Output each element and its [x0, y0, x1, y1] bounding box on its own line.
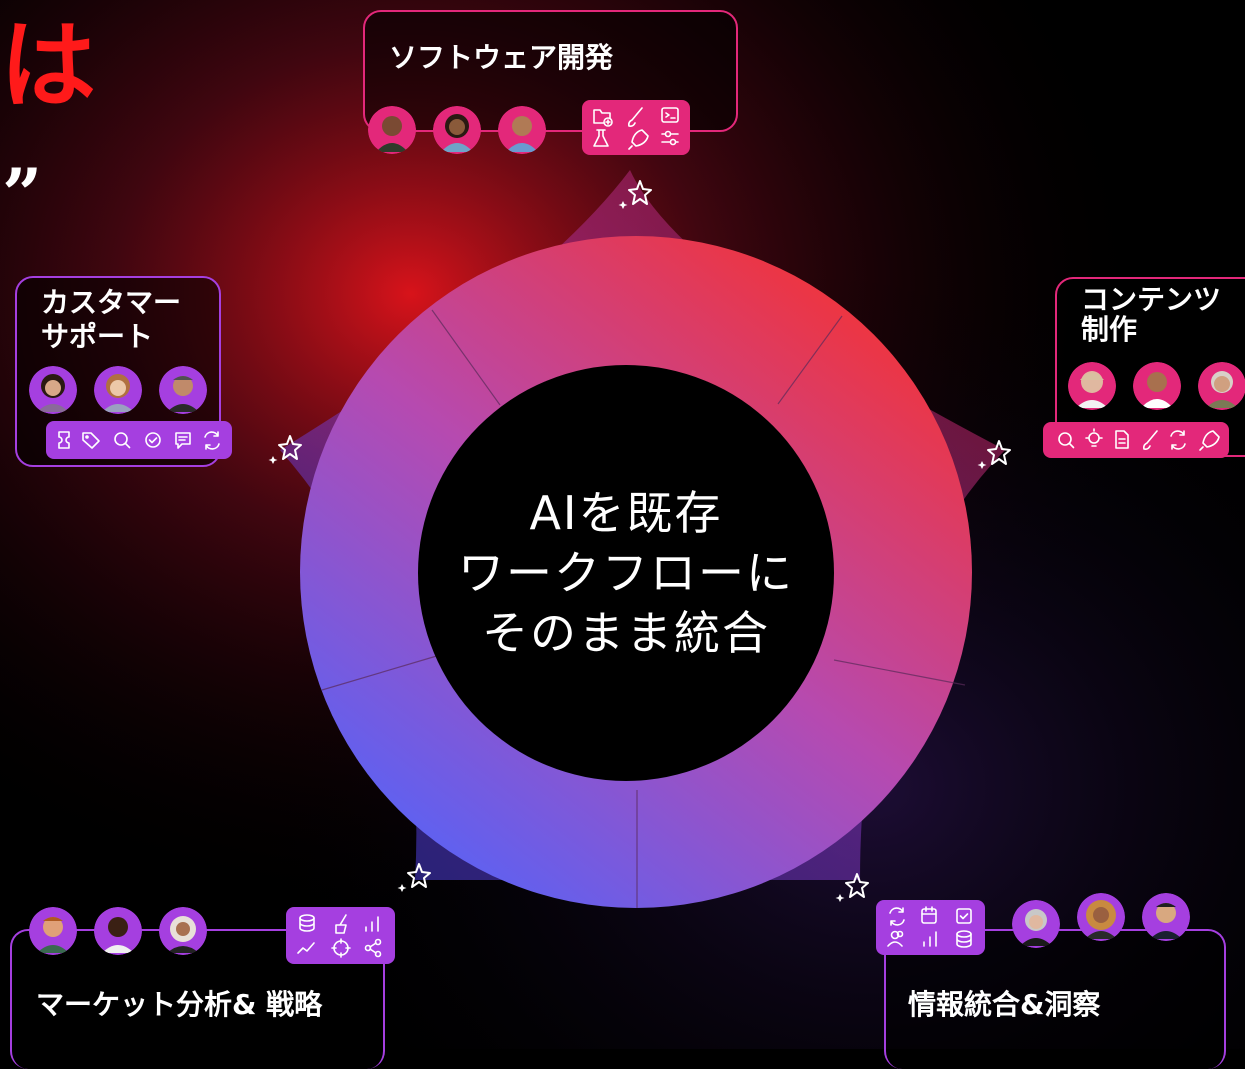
closing-quote-mark: ” — [2, 153, 43, 236]
avatar — [94, 907, 142, 955]
market-tool-panel — [286, 907, 395, 964]
refresh-icon — [204, 431, 220, 450]
lightbulb-icon — [1085, 428, 1103, 447]
folder-plus-icon — [593, 109, 613, 127]
card-title: カスタマー サポート — [41, 286, 182, 353]
refresh-icon — [889, 907, 905, 926]
terminal-icon — [661, 107, 679, 123]
database-icon — [299, 914, 315, 932]
avatar — [498, 106, 546, 154]
calendar-icon — [921, 906, 937, 924]
software-tool-panel — [582, 100, 690, 155]
checkbox-icon — [956, 908, 972, 924]
avatar — [433, 106, 481, 154]
card-title: マーケット分析& 戦略 — [36, 988, 323, 1021]
avatar — [1133, 362, 1181, 410]
document-icon — [1115, 430, 1129, 449]
ring-dividers — [321, 309, 966, 908]
tag-icon — [82, 432, 100, 449]
clean-icon — [335, 914, 347, 934]
avatar — [159, 907, 207, 955]
partial-heading: は — [0, 10, 96, 122]
sparkle-icon — [835, 873, 869, 902]
target-icon — [331, 938, 351, 958]
sliders-icon — [661, 130, 679, 146]
avatar — [94, 366, 142, 414]
brush-icon — [628, 107, 643, 127]
card-title: ソフトウェア開発 — [389, 41, 614, 74]
flask-icon — [593, 129, 609, 147]
brush-icon — [1143, 430, 1158, 450]
ticket-icon — [58, 431, 70, 449]
rocket-icon — [628, 129, 649, 150]
avatar — [1068, 362, 1116, 410]
avatar — [1198, 362, 1245, 410]
bar-chart-icon — [365, 916, 379, 932]
avatar — [159, 366, 207, 414]
sparkle-icon — [397, 863, 431, 892]
share-icon — [364, 938, 382, 958]
avatar — [29, 366, 77, 414]
support-tool-panel — [46, 421, 232, 459]
insight-tool-panel — [876, 900, 985, 955]
bar-chart-icon — [923, 931, 937, 947]
refresh-icon — [1170, 430, 1186, 450]
card-title: 情報統合&洞察 — [908, 988, 1101, 1021]
search-icon — [1058, 432, 1075, 449]
trend-line-icon — [297, 942, 315, 954]
avatar — [29, 907, 77, 955]
search-icon — [114, 432, 131, 449]
sparkle-icon — [618, 180, 652, 209]
avatar — [368, 106, 416, 154]
users-icon — [887, 930, 904, 947]
check-circle-icon — [145, 432, 161, 448]
sparkle-icon — [977, 440, 1011, 469]
avatar — [1077, 893, 1125, 941]
rocket-icon — [1199, 430, 1220, 451]
database-icon — [956, 930, 972, 948]
avatar — [1142, 893, 1190, 941]
center-hub: AIを既存 ワークフローに そのまま統合 — [418, 365, 834, 781]
card-title: コンテンツ 制作 — [1081, 283, 1222, 346]
content-tool-panel — [1043, 422, 1229, 458]
avatar — [1012, 900, 1060, 948]
chat-icon — [175, 432, 191, 449]
center-message: AIを既存 ワークフローに そのまま統合 — [458, 486, 794, 660]
sparkle-icon — [268, 435, 302, 464]
